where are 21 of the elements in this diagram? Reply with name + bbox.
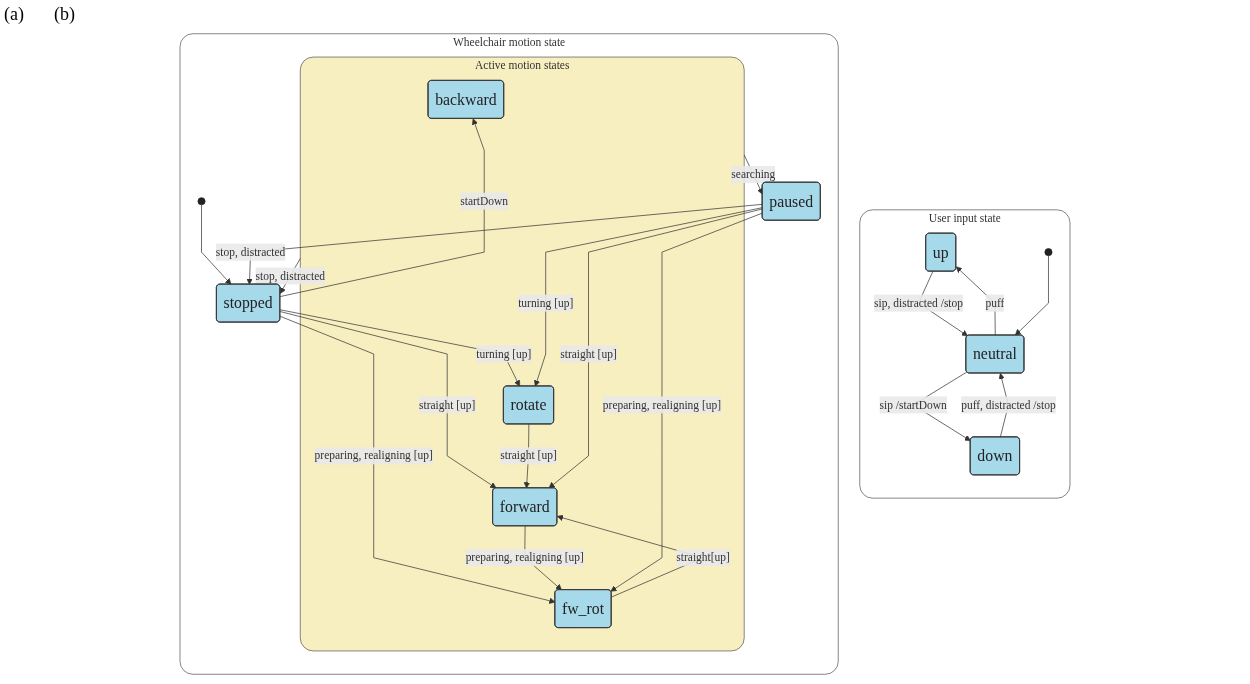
edge-label: preparing, realigning [up] xyxy=(602,398,722,411)
edge-label: puff, distracted /stop xyxy=(961,398,1056,411)
edge-label: stop, distracted xyxy=(215,245,286,258)
edge-label: preparing, realigning [up] xyxy=(465,551,584,564)
edge-label: straight [up] xyxy=(500,449,557,462)
node-circle xyxy=(1044,248,1053,257)
panel-label: (b) xyxy=(54,4,75,26)
edge-label: searching xyxy=(731,168,776,181)
edge-label: stop, distracted xyxy=(255,269,325,282)
panel-label: (a) xyxy=(4,4,24,26)
edge-label: turning [up] xyxy=(518,296,574,309)
edge-label: startDown xyxy=(460,194,509,207)
edge-label: straight [up] xyxy=(418,398,476,411)
edge-label: sip /startDown xyxy=(879,398,947,411)
edge-label: turning [up] xyxy=(476,347,532,360)
node-circle xyxy=(197,197,206,206)
edge-label: preparing, realigning [up] xyxy=(314,449,433,462)
edge-label: sip, distracted /stop xyxy=(874,296,964,309)
edge-label: puff xyxy=(985,296,1005,309)
edge-label: straight [up] xyxy=(560,347,617,360)
edge-label: straight[up] xyxy=(676,551,730,564)
